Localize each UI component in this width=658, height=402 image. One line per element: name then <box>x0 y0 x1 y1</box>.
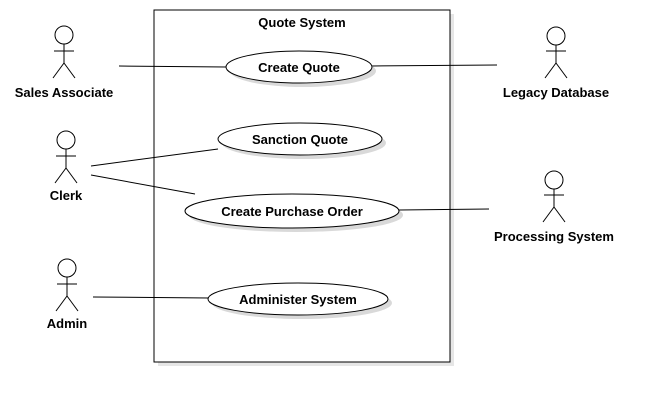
actor-legacy-database[interactable]: Legacy Database <box>503 26 609 100</box>
actor-label: Sales Associate <box>15 85 114 100</box>
use-case-create-purchase-order[interactable]: Create Purchase Order <box>184 193 403 232</box>
stick-figure-icon <box>542 170 566 223</box>
actor-label: Processing System <box>494 229 614 244</box>
association-admin-administer[interactable] <box>92 296 210 299</box>
actor-admin[interactable]: Admin <box>47 258 88 331</box>
use-case-label: Administer System <box>239 292 357 307</box>
association-sales-create-quote[interactable] <box>118 65 227 68</box>
stick-figure-icon <box>55 258 79 312</box>
use-case-label: Create Quote <box>258 60 340 75</box>
actor-clerk[interactable]: Clerk <box>50 130 83 203</box>
associations <box>90 64 498 299</box>
stick-figure-icon <box>54 130 78 184</box>
use-case-sanction-quote[interactable]: Sanction Quote <box>217 122 386 159</box>
use-case-ellipse <box>225 50 373 84</box>
stick-figure-icon <box>52 25 76 79</box>
use-case-administer-system[interactable]: Administer System <box>207 282 392 319</box>
association-clerk-create-po[interactable] <box>90 174 196 195</box>
association-create-po-processing[interactable] <box>398 208 490 211</box>
actor-label: Admin <box>47 316 88 331</box>
association-create-quote-legacy[interactable] <box>371 64 498 67</box>
actor-label: Legacy Database <box>503 85 609 100</box>
actor-processing-system[interactable]: Processing System <box>494 170 614 244</box>
use-case-ellipse <box>217 122 383 156</box>
stick-figure-icon <box>544 26 568 79</box>
use-case-label: Sanction Quote <box>252 132 348 147</box>
actor-sales-associate[interactable]: Sales Associate <box>15 25 114 100</box>
use-case-label: Create Purchase Order <box>221 204 363 219</box>
use-case-create-quote[interactable]: Create Quote <box>225 50 376 87</box>
actor-label: Clerk <box>50 188 83 203</box>
use-case-ellipse <box>207 282 389 316</box>
association-clerk-sanction-quote[interactable] <box>90 148 219 167</box>
system-title: Quote System <box>258 15 345 30</box>
use-case-ellipse <box>184 193 400 229</box>
